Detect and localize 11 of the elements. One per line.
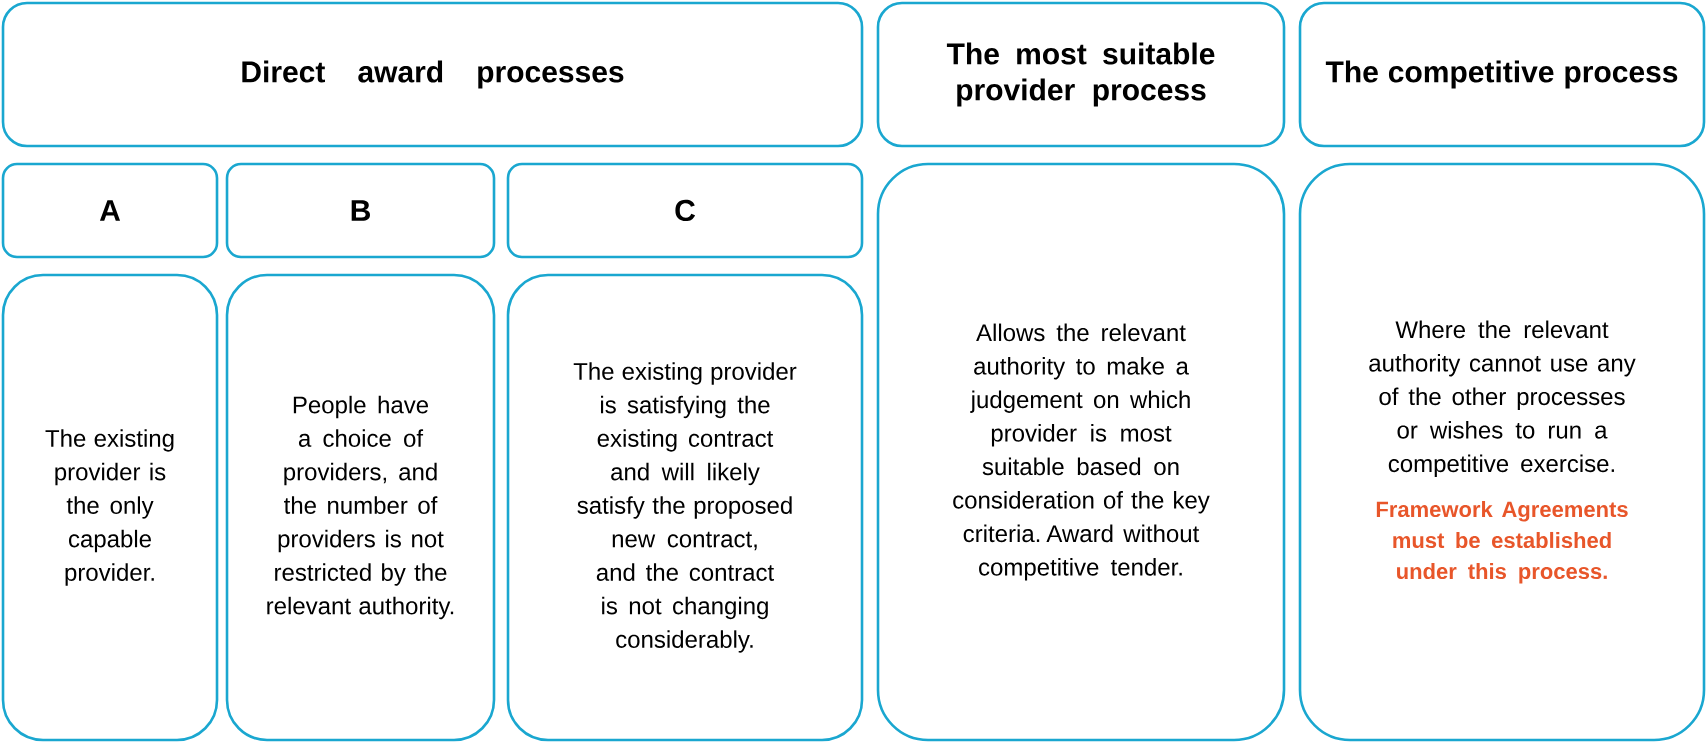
heading-box: The most suitable provider process — [876, 1, 1286, 148]
description-box: Where the relevant authority cannot use any of the other processes or wishes to run a competitive exercise. Framework Agreements must be established under this process. — [1298, 162, 1706, 742]
label-box: C — [506, 162, 864, 259]
label-box: A — [1, 162, 219, 259]
description-box: The existing provider is the only capable provider. — [1, 273, 219, 742]
heading-box: Direct award processes — [1, 1, 864, 148]
description-box: People have a choice of providers, and the number of providers is not restricted by the relevant authority. — [225, 273, 496, 742]
description-box: Allows the relevant authority to make a judgement on which provider is most suitable based on consideration of the key criteria. Award without competitive tender. — [876, 162, 1286, 742]
heading-box: The competitive process — [1298, 1, 1706, 148]
description-box: The existing provider is satisfying the existing contract and will likely satisfy the proposed new contract, and the contract is not changing considerably. — [506, 273, 864, 742]
label-box: B — [225, 162, 496, 259]
